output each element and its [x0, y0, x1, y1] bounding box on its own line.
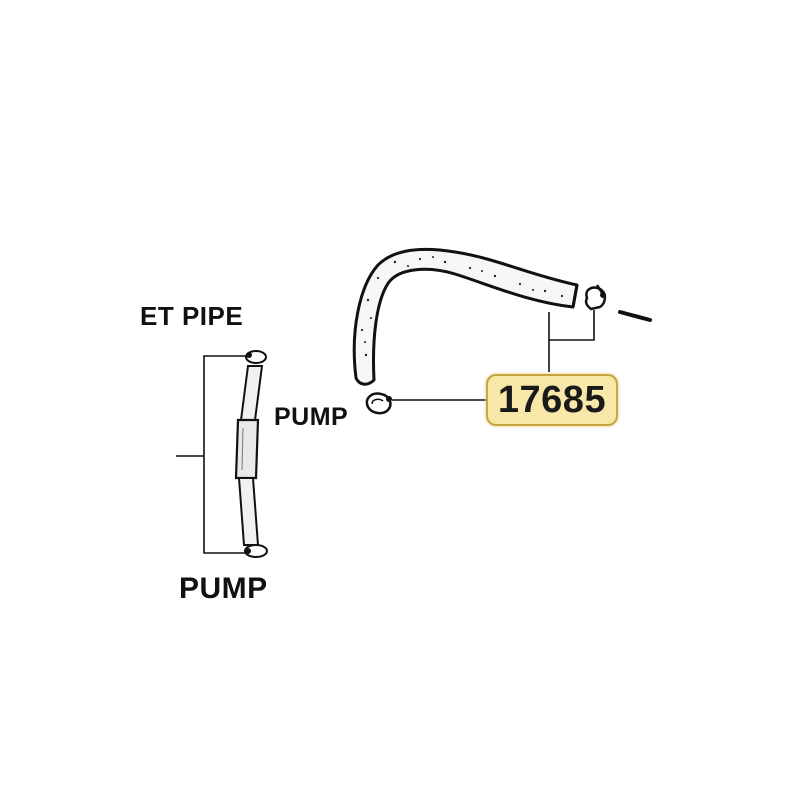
left-hose-middle — [234, 418, 260, 480]
left-hose-upper — [239, 365, 264, 421]
outlet-pipe-label: ET PIPE — [140, 301, 244, 331]
part-number-callout[interactable]: 17685 — [486, 374, 618, 426]
pump-label-left: PUMP — [179, 572, 268, 605]
right-end-clamp — [584, 284, 607, 311]
leader-to-end-clamp — [549, 310, 595, 341]
outlet-pipe-stub — [618, 310, 652, 322]
hose-texture — [360, 256, 564, 357]
left-hose-lower — [237, 477, 260, 546]
pump-end-clamp — [365, 392, 392, 415]
part-number: 17685 — [497, 379, 607, 421]
curved-hose-body — [352, 247, 579, 386]
pump-label-right: PUMP — [274, 403, 349, 431]
left-hose-assembly — [176, 350, 268, 558]
callout-leaders — [392, 310, 595, 401]
curved-hose — [352, 247, 579, 386]
left-bracket-line — [176, 355, 248, 554]
